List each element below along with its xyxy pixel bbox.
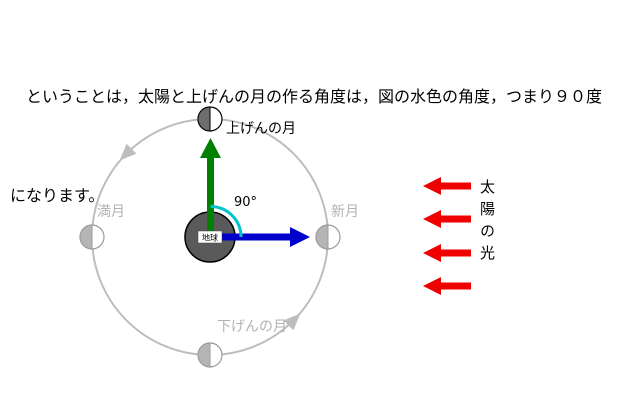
- moon-phase-diagram: 90° 地球 上げんの月 満月 新月 下げんの月: [79, 106, 471, 368]
- sunlight-arrow-3: [423, 244, 471, 262]
- intro-line-1: ということは，太陽と上げんの月の作る角度は，図の水色の角度，つまり９０度: [10, 87, 603, 106]
- moon-first-quarter-icon: [197, 106, 223, 132]
- intro-text: ということは，太陽と上げんの月の作る角度は，図の水色の角度，つまり９０度 になり…: [10, 14, 618, 278]
- sunlight-label: 太陽の光: [478, 179, 496, 267]
- earth-label: 地球: [202, 233, 218, 243]
- label-full-moon: 満月: [97, 204, 125, 220]
- angle-label: 90°: [234, 195, 257, 210]
- intro-line-2: になります。: [10, 186, 105, 205]
- orbit-direction-arrowhead-upper-left: [119, 143, 137, 161]
- angle-arc: [210, 205, 243, 238]
- label-last-quarter: 下げんの月: [217, 319, 287, 335]
- moon-full-icon: [79, 224, 105, 250]
- label-new-moon: 新月: [331, 204, 359, 220]
- moon-last-quarter-icon: [197, 342, 223, 368]
- orbit-direction-arrowhead-lower-right: [283, 313, 301, 331]
- label-first-quarter: 上げんの月: [226, 121, 296, 137]
- first-quarter-vector-arrow: [200, 138, 221, 237]
- earth-label-box: 地球: [197, 230, 223, 244]
- sunlight-arrow-4: [423, 277, 471, 295]
- new-moon-vector-arrow: [210, 227, 310, 247]
- moon-new-icon: [315, 224, 341, 250]
- sunlight-arrow-1: [423, 177, 471, 195]
- sunlight-arrow-2: [423, 210, 471, 228]
